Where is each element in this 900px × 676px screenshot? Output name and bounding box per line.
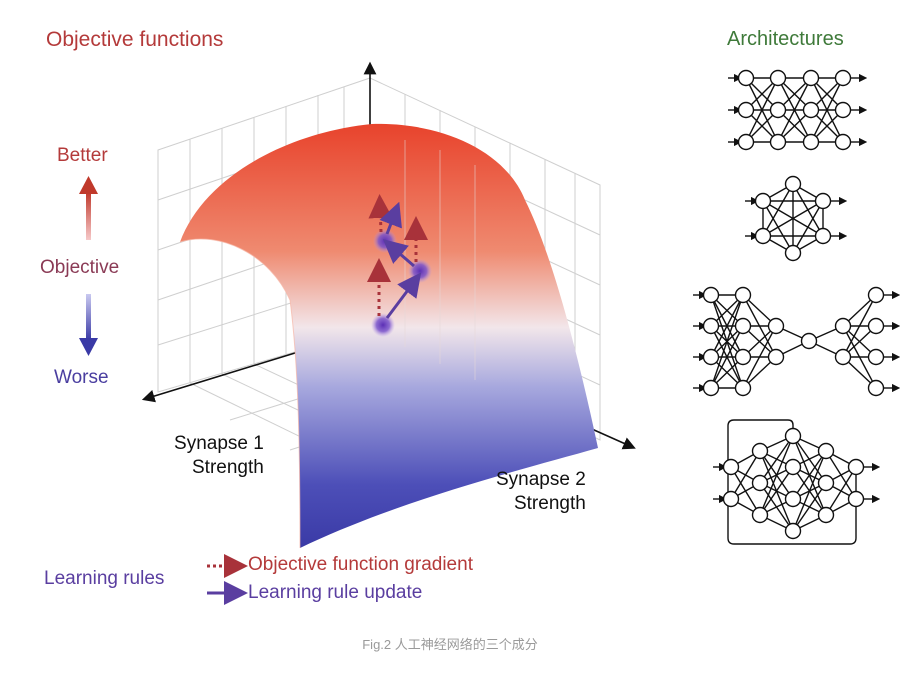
update-arrow-3	[379, 201, 402, 235]
neuron-node	[769, 101, 787, 119]
learning-trajectory	[367, 194, 432, 337]
architectures	[693, 69, 900, 545]
neuron-node	[834, 69, 852, 87]
neuron-node	[769, 133, 787, 151]
neuron-node	[722, 490, 740, 508]
synapse2-line1: Synapse 2	[496, 469, 586, 490]
connection	[710, 294, 744, 358]
neuron-node	[702, 379, 720, 397]
neuron-node	[834, 317, 852, 335]
neuron-node	[784, 522, 802, 540]
better-arrow-shaft	[86, 192, 91, 240]
neuron-node	[802, 133, 820, 151]
connection	[745, 77, 779, 143]
connection	[742, 325, 777, 389]
neuron-node	[802, 69, 820, 87]
neuron-node	[751, 474, 769, 492]
neuron-node	[734, 286, 752, 304]
legend-arrows	[207, 554, 248, 605]
neuron-node	[784, 490, 802, 508]
worse-label: Worse	[54, 367, 109, 388]
neuron-node	[737, 69, 755, 87]
better-worse-arrows	[79, 176, 98, 356]
neuron-node	[702, 348, 720, 366]
neuron-node	[754, 227, 772, 245]
objective-label: Objective	[40, 257, 120, 278]
neuron-node	[817, 506, 835, 524]
better-label: Better	[57, 145, 108, 166]
neuron-node	[784, 427, 802, 445]
connection	[777, 77, 812, 143]
neuron-node	[751, 442, 769, 460]
neuron-node	[814, 227, 832, 245]
neuron-node	[722, 458, 740, 476]
neuron-node	[847, 490, 865, 508]
legend-update-label: Learning rule update	[248, 582, 423, 603]
neuron-node	[814, 192, 832, 210]
neuron-node	[817, 442, 835, 460]
synapse2-line2: Strength	[513, 493, 586, 514]
neuron-node	[784, 244, 802, 262]
neuron-node	[867, 379, 885, 397]
update-arrow-1	[385, 272, 422, 319]
connection	[710, 325, 744, 389]
connection	[759, 435, 794, 516]
neuron-node	[734, 317, 752, 335]
neuron-node	[867, 317, 885, 335]
connection	[759, 435, 794, 484]
better-arrow-head	[79, 176, 98, 194]
connection	[762, 200, 794, 254]
neuron-node	[867, 286, 885, 304]
objective-surface	[180, 123, 598, 548]
neuron-node	[834, 101, 852, 119]
worse-arrow-shaft	[86, 294, 91, 340]
recurrent-loop	[727, 419, 857, 545]
neuron-node	[734, 348, 752, 366]
connection	[792, 450, 827, 532]
connection	[730, 450, 761, 500]
connection	[759, 466, 794, 516]
neuron-node	[847, 458, 865, 476]
worse-arrow-head	[79, 338, 98, 356]
connection	[810, 77, 844, 143]
update-arrow-2	[382, 239, 415, 268]
neuron-node	[867, 348, 885, 366]
connection	[762, 200, 824, 237]
learning-rules-label: Learning rules	[44, 568, 165, 589]
architectures-title: Architectures	[727, 28, 844, 50]
synapse1-axis-label: Synapse 1 Strength	[152, 432, 264, 480]
neuron-node	[802, 101, 820, 119]
neuron-node	[834, 133, 852, 151]
neuron-node	[800, 332, 818, 350]
connection	[825, 466, 857, 516]
neuron-node	[767, 317, 785, 335]
neuron-node	[754, 192, 772, 210]
synapse2-axis-label: Synapse 2 Strength	[460, 468, 586, 516]
weight-point-1	[371, 313, 395, 337]
neuron-node	[737, 101, 755, 119]
neuron-node	[834, 348, 852, 366]
neuron-node	[784, 458, 802, 476]
connection	[792, 450, 827, 500]
objective-functions-title: Objective functions	[46, 28, 224, 51]
neuron-node	[751, 506, 769, 524]
legend-gradient-label: Objective function gradient	[248, 554, 473, 575]
neuron-node	[817, 474, 835, 492]
synapse1-line2: Strength	[192, 457, 264, 478]
connection	[710, 294, 744, 389]
figure-caption: Fig.2 人工神经网络的三个成分	[362, 637, 538, 652]
neuron-node	[734, 379, 752, 397]
neuron-node	[702, 317, 720, 335]
neuron-node	[767, 348, 785, 366]
synapse1-line1: Synapse 1	[174, 433, 264, 454]
connection	[842, 294, 877, 358]
surface-edge	[179, 238, 301, 549]
neuron-node	[702, 286, 720, 304]
neuron-node	[737, 133, 755, 151]
neuron-node	[769, 69, 787, 87]
connection	[792, 482, 827, 532]
neuron-node	[784, 175, 802, 193]
